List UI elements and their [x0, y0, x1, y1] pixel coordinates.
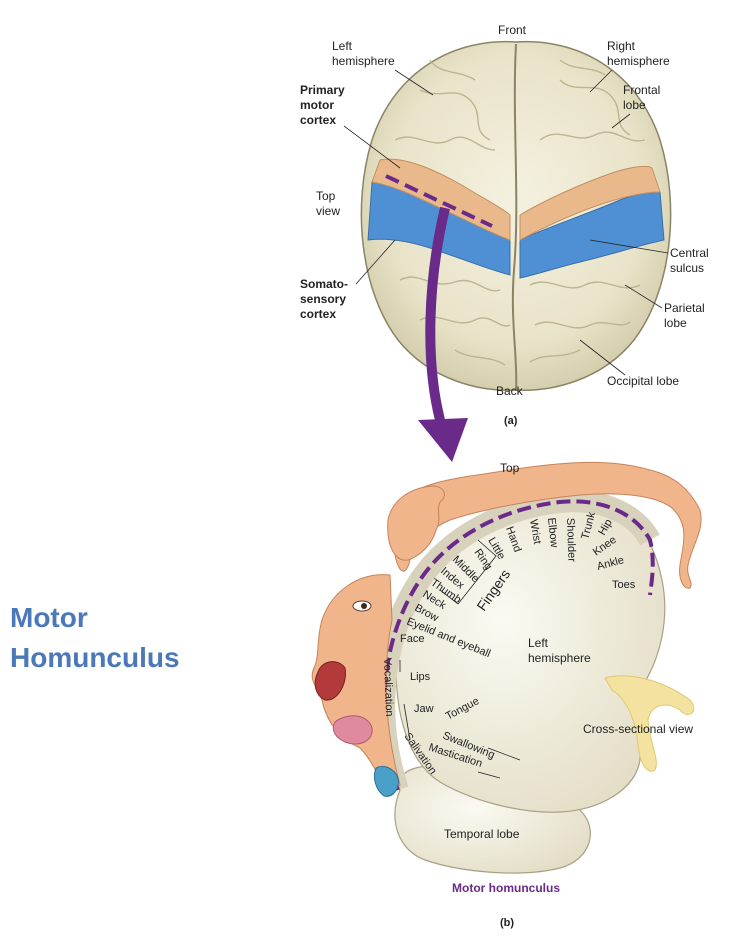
label-right-hemisphere-2: hemisphere	[607, 54, 670, 68]
label-toes: Toes	[612, 579, 636, 591]
label-temporal: Temporal lobe	[444, 827, 520, 841]
label-parietal-1: Parietal	[664, 301, 705, 315]
homunculus-body	[394, 461, 702, 589]
label-elbow: Elbow	[545, 517, 560, 548]
label-cross-section: Cross-sectional view	[583, 722, 693, 736]
label-somato-1: Somato-	[300, 277, 348, 291]
label-left-hemisphere-2: hemisphere	[332, 54, 395, 68]
label-primary-motor-1: Primary	[300, 83, 345, 97]
gyri-texture	[394, 59, 646, 366]
homunculus-mouth	[314, 661, 347, 701]
label-central-1: Central	[670, 246, 709, 260]
label-frontal-2: lobe	[623, 98, 646, 112]
homunculus-tongue	[332, 715, 373, 745]
top-view-brain	[360, 40, 672, 462]
homunculus-hand	[387, 485, 445, 561]
label-top: Top	[500, 461, 520, 475]
label-right-hemisphere-1: Right	[607, 39, 636, 53]
motor-cortex-dashed-line	[385, 174, 493, 228]
label-left-hemisphere-b2: hemisphere	[528, 651, 591, 665]
homunculus-face	[311, 574, 401, 793]
label-top-view-1: Top	[316, 189, 336, 203]
label-jaw: Jaw	[414, 703, 434, 715]
homunculus-throat	[373, 765, 399, 797]
label-shoulder: Shoulder	[564, 518, 578, 563]
motor-strip-dashed	[382, 499, 655, 791]
somatosensory-cortex-right	[519, 190, 665, 279]
label-parietal-2: lobe	[664, 316, 687, 330]
motor-cortex-left	[371, 158, 511, 241]
cross-section-brain	[311, 461, 702, 874]
label-frontal-1: Frontal	[623, 83, 660, 97]
label-top-view-2: view	[316, 204, 340, 218]
label-left-hemisphere-1: Left	[332, 39, 353, 53]
label-somato-2: sensory	[300, 292, 346, 306]
slide-title: Motor Homunculus	[10, 598, 180, 678]
section-arrow-head	[418, 418, 468, 462]
label-primary-motor-2: motor	[300, 98, 334, 112]
label-wrist: Wrist	[527, 518, 543, 545]
label-back: Back	[496, 384, 524, 398]
label-face: Face	[400, 633, 424, 645]
slide-title-line-1: Motor	[10, 602, 88, 633]
label-primary-motor-3: cortex	[300, 113, 336, 127]
longitudinal-fissure	[511, 43, 518, 391]
label-lips: Lips	[410, 671, 431, 683]
ventricle	[604, 675, 695, 772]
slide-title-line-2: Homunculus	[10, 642, 180, 673]
figure-label-a: (a)	[504, 415, 518, 427]
label-somato-3: cortex	[300, 307, 336, 321]
fingers-bracket	[439, 539, 497, 605]
motor-cortex-right	[519, 165, 661, 241]
section-arrow	[425, 206, 450, 422]
label-central-2: sulcus	[670, 261, 704, 275]
label-occipital: Occipital lobe	[607, 374, 679, 388]
figure-label-b: (b)	[500, 917, 514, 929]
label-front: Front	[498, 23, 527, 37]
caption-motor-homunculus: Motor homunculus	[452, 881, 560, 895]
label-vocalization: Vocalization	[381, 658, 395, 717]
label-left-hemisphere-b1: Left	[528, 636, 549, 650]
